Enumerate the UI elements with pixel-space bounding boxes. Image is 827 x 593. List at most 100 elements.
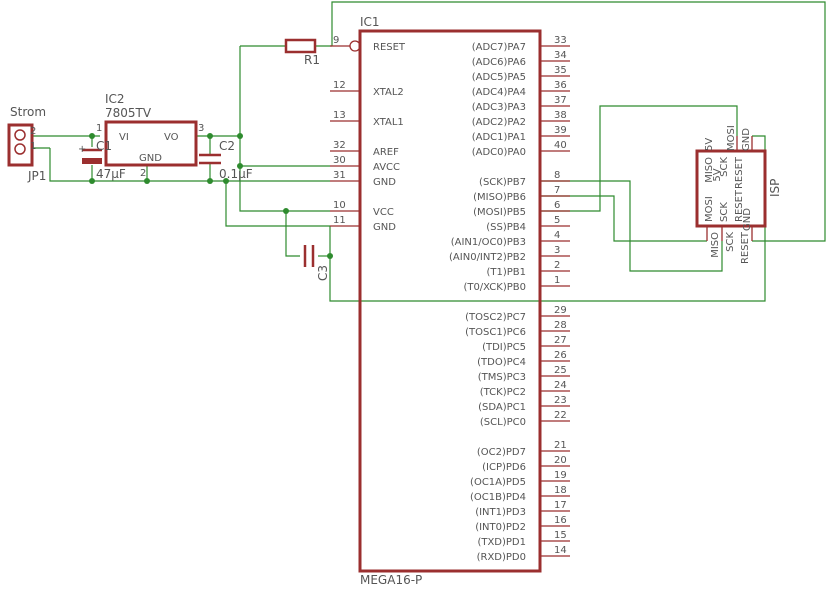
c3-ref: C3 [316, 265, 330, 281]
ic1-pin-number: 12 [333, 80, 346, 91]
ic1-pin-name: (OC2)PD7 [477, 447, 526, 458]
junction-layer [89, 133, 333, 259]
ic1-pin-number: 26 [554, 350, 567, 361]
ic1-pin-name: (TCK)PC2 [480, 387, 526, 398]
ic1-pin-name: (ADC1)PA1 [472, 132, 526, 143]
ic1-pin-number: 31 [333, 170, 346, 181]
isp-top-label: MOSI [726, 125, 737, 151]
c2-value: 0.1µF [219, 167, 253, 181]
wire-gnd-rail [49, 148, 330, 182]
ic1-pin-number: 35 [554, 65, 567, 76]
ic1-pin-number: 15 [554, 530, 567, 541]
isp-bottom-label: SCK [725, 232, 736, 252]
junction [283, 208, 289, 214]
ic1-pin-number: 25 [554, 365, 567, 376]
ic2-gnd-label: GND [139, 153, 162, 164]
ic1-pin-number: 30 [333, 155, 346, 166]
capacitor-c2: C2 0.1µF [199, 139, 253, 181]
junction [223, 178, 229, 184]
ic1-pin-number: 13 [333, 110, 346, 121]
ic1-pin-name: (SS)PB4 [486, 222, 526, 233]
ic1-pin-name: (TOSC1)PC6 [465, 327, 526, 338]
isp-inner-label: MISO [704, 157, 715, 183]
ic1-pin-name: (TDI)PC5 [482, 342, 526, 353]
r1-body [284, 38, 317, 54]
ic1-pin-name: (OC1A)PD5 [470, 477, 526, 488]
wire-reset-to-isp [331, 1, 826, 242]
c1-value: 47µF [96, 167, 126, 181]
c2-ref: C2 [219, 139, 235, 153]
wire-gnd-ic [225, 181, 330, 227]
ic1-pin-number: 18 [554, 485, 567, 496]
ic1-pin-name: (ADC5)PA5 [472, 72, 526, 83]
ic1-pin-number: 19 [554, 470, 567, 481]
isp-inner-label: SCK [719, 157, 730, 177]
ic1-pin-number: 40 [554, 140, 567, 151]
ic2-regulator: IC2 7805TV VI VO GND 1 3 2 [96, 92, 204, 179]
junction [237, 133, 243, 139]
c1-ref: C1 [96, 139, 112, 153]
ic1-pin-number: 37 [554, 95, 567, 106]
ic2-pin-out: 3 [198, 123, 204, 134]
ic1-mega16: IC1 MEGA16-P 9RESET12XTAL213XTAL132AREF3… [330, 15, 570, 587]
ic2-vi-label: VI [119, 132, 129, 143]
ic2-vo-label: VO [164, 132, 179, 143]
ic1-pin-number: 14 [554, 545, 567, 556]
jp1-pin2-num: 2 [30, 126, 36, 137]
ic1-pin-name: (SDA)PC1 [478, 402, 526, 413]
ic1-pin-name: GND [373, 222, 396, 233]
wire-mosi [540, 105, 738, 212]
ic1-pin-name: RESET [373, 42, 406, 53]
ic1-pin-name: (INT0)PD2 [475, 522, 526, 533]
junction [207, 178, 213, 184]
jp1-pin-1 [14, 143, 26, 155]
wire-gnd-isp [329, 135, 766, 302]
ic1-pin-number: 21 [554, 440, 567, 451]
ic1-pin-inverter [349, 40, 361, 52]
ic1-pin-name: (MISO)PB6 [473, 192, 526, 203]
ic2-body [104, 120, 198, 167]
ic1-pin-name: (ICP)PD6 [482, 462, 526, 473]
ic1-pin-number: 3 [554, 245, 560, 256]
ic1-pin-name: (INT1)PD3 [475, 507, 526, 518]
ic1-pin-number: 8 [554, 170, 560, 181]
ic1-pin-name: (T0/XCK)PB0 [463, 282, 526, 293]
isp-inner-label: RESET [734, 189, 745, 222]
jp1-body [7, 123, 34, 167]
ic1-pin-number: 17 [554, 500, 567, 511]
ic1-pin-number: 6 [554, 200, 560, 211]
isp-inner-label: SCK [719, 202, 730, 222]
ic1-pin-name: XTAL2 [373, 87, 404, 98]
junction [207, 133, 213, 139]
ic2-ref: IC2 [105, 92, 125, 106]
isp-bottom-label: RESET [740, 231, 751, 264]
ic1-pin-number: 7 [554, 185, 560, 196]
ic1-pin-number: 5 [554, 215, 560, 226]
isp-bottom-label: MISO [710, 232, 721, 258]
ic1-pin-name: (RXD)PD0 [477, 552, 526, 563]
ic1-pin-number: 32 [333, 140, 346, 151]
ic1-pin-name: XTAL1 [373, 117, 404, 128]
isp-inner-label: RESET [734, 156, 745, 189]
wire-c3-top [285, 211, 300, 257]
ic1-pin-name: GND [373, 177, 396, 188]
ic1-pin-name: (SCK)PB7 [479, 177, 526, 188]
ic1-pin-number: 36 [554, 80, 567, 91]
resistor-r1: R1 [284, 38, 320, 67]
ic1-pin-number: 38 [554, 110, 567, 121]
isp-pins [706, 136, 753, 241]
ic1-pin-number: 16 [554, 515, 567, 526]
ic1-pin-name: (TOSC2)PC7 [465, 312, 526, 323]
ic1-ref: IC1 [360, 15, 380, 29]
isp-inner-label: 5V [712, 168, 723, 181]
ic1-pin-number: 9 [333, 35, 339, 46]
capacitor-c3: C3 [303, 245, 330, 281]
junction [89, 133, 95, 139]
ic1-pin-name: (MOSI)PB5 [473, 207, 526, 218]
jp1-ref: JP1 [27, 169, 46, 183]
junction [144, 178, 150, 184]
isp-top-label: GND [741, 128, 752, 151]
